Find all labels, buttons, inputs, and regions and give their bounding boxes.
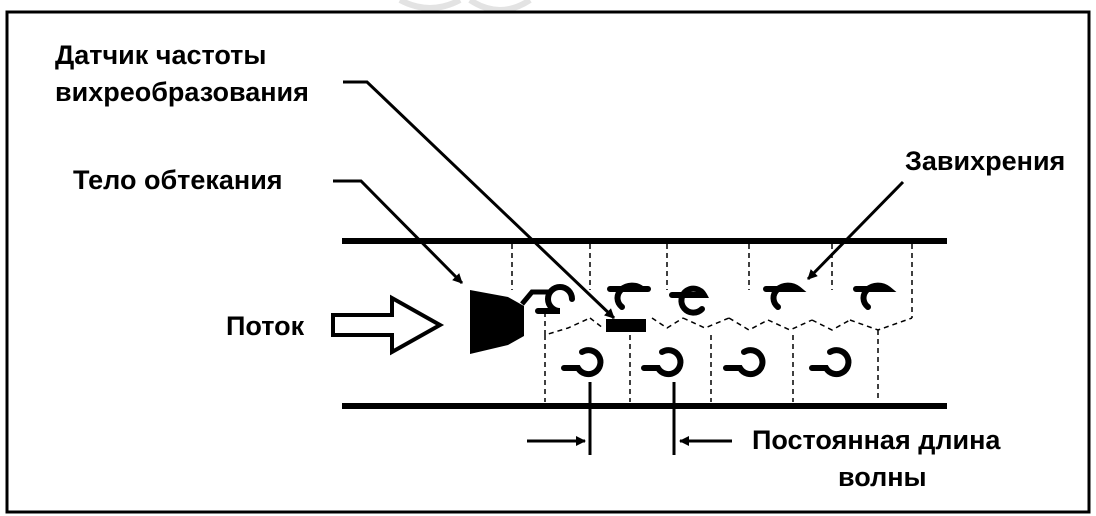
wavelength-label-line2: волны (838, 462, 927, 492)
bluff-body-label: Тело обтекания (73, 165, 283, 195)
vortices-label: Завихрения (905, 146, 1065, 176)
sensor (606, 319, 646, 332)
flow-label: Поток (226, 311, 305, 341)
sensor-label-line2: вихреобразования (55, 77, 309, 107)
wavelength-label-line1: Постоянная длина (752, 425, 1001, 455)
sensor-label-line1: Датчик частоты (55, 40, 266, 70)
